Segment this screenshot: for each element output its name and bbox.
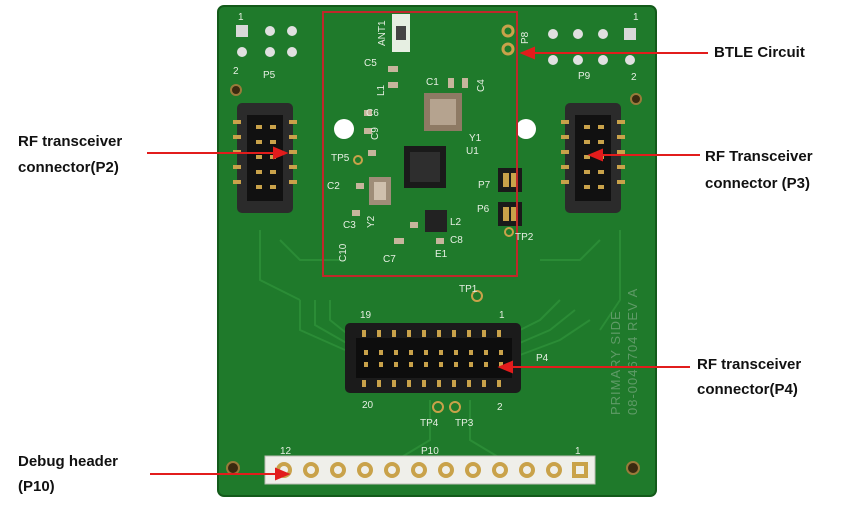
arrowhead-p4 — [497, 360, 513, 374]
silk-side-line1: PRIMARY SIDE — [608, 310, 623, 415]
silk-n12: 12 — [280, 446, 292, 457]
p10-debug-header — [264, 455, 596, 485]
p4-connector — [345, 323, 521, 393]
silk-n20: 20 — [362, 400, 374, 411]
label-p2-line2: connector(P2) — [18, 159, 119, 176]
silk-c6: C6 — [366, 108, 379, 119]
silk-n2: 2 — [233, 66, 239, 77]
p8-pad — [501, 42, 515, 56]
silk-c5: C5 — [364, 58, 377, 69]
silk-u1: U1 — [466, 146, 479, 157]
mounting-hole — [516, 119, 536, 139]
label-p3-line1: RF Transceiver — [705, 148, 813, 165]
silk-y2: Y2 — [366, 215, 377, 228]
silk-p7: P7 — [478, 180, 491, 191]
label-p4-line2: connector(P4) — [697, 381, 798, 398]
silk-c2: C2 — [327, 181, 340, 192]
silk-p6: P6 — [477, 204, 490, 215]
silk-n2: 2 — [497, 402, 503, 413]
silk-n19: 19 — [360, 310, 372, 321]
silk-n1: 1 — [575, 446, 581, 457]
silk-tp1: TP1 — [459, 284, 478, 295]
silk-n1: 1 — [238, 12, 244, 23]
annotation-arrows — [147, 46, 708, 481]
mounting-hole — [334, 119, 354, 139]
label-p10-line2: (P10) — [18, 478, 55, 495]
silk-c3: C3 — [343, 220, 356, 231]
silk-side-line2: 08-0046704 REV A — [625, 288, 640, 415]
silk-ant1: ANT1 — [377, 20, 388, 46]
silk-p8: P8 — [520, 31, 531, 44]
silk-tp4: TP4 — [420, 418, 439, 429]
arrowhead-p10 — [275, 467, 291, 481]
p8-pad — [501, 24, 515, 38]
label-btle-circuit: BTLE Circuit — [714, 44, 805, 61]
label-p3-line2: connector (P3) — [705, 175, 811, 192]
p3-connector — [561, 103, 625, 213]
arrowhead-p2 — [273, 146, 289, 160]
silk-n2: 2 — [631, 72, 637, 83]
silk-l1: L1 — [376, 84, 387, 96]
silk-p9: P9 — [578, 71, 591, 82]
silk-tp2: TP2 — [515, 232, 534, 243]
arrowhead-p3 — [587, 148, 603, 162]
silk-p5: P5 — [263, 70, 276, 81]
silk-tp5: TP5 — [331, 153, 350, 164]
p2-connector — [233, 103, 297, 213]
silk-c1: C1 — [426, 77, 439, 88]
label-p2-line1: RF transceiver — [18, 133, 123, 150]
silk-c9: C9 — [370, 127, 381, 140]
p9-header — [548, 28, 636, 65]
p5-header — [236, 25, 297, 57]
silk-l2: L2 — [450, 217, 462, 228]
silk-c8: C8 — [450, 235, 463, 246]
silk-c7: C7 — [383, 254, 396, 265]
silk-n1: 1 — [633, 12, 639, 23]
silk-c4: C4 — [476, 79, 487, 92]
label-p10-line1: Debug header — [18, 453, 119, 470]
pcb-board — [218, 6, 656, 496]
silk-e1: E1 — [435, 249, 448, 260]
silk-y1: Y1 — [469, 133, 482, 144]
btle-highlight-box — [322, 11, 518, 277]
arrowhead-btle — [519, 46, 535, 60]
silk-n1: 1 — [499, 310, 505, 321]
silk-p4: P4 — [536, 353, 549, 364]
silk-c10: C10 — [338, 243, 349, 262]
silk-p10: P10 — [421, 446, 439, 457]
label-p4-line1: RF transceiver — [697, 356, 802, 373]
silk-tp3: TP3 — [455, 418, 474, 429]
